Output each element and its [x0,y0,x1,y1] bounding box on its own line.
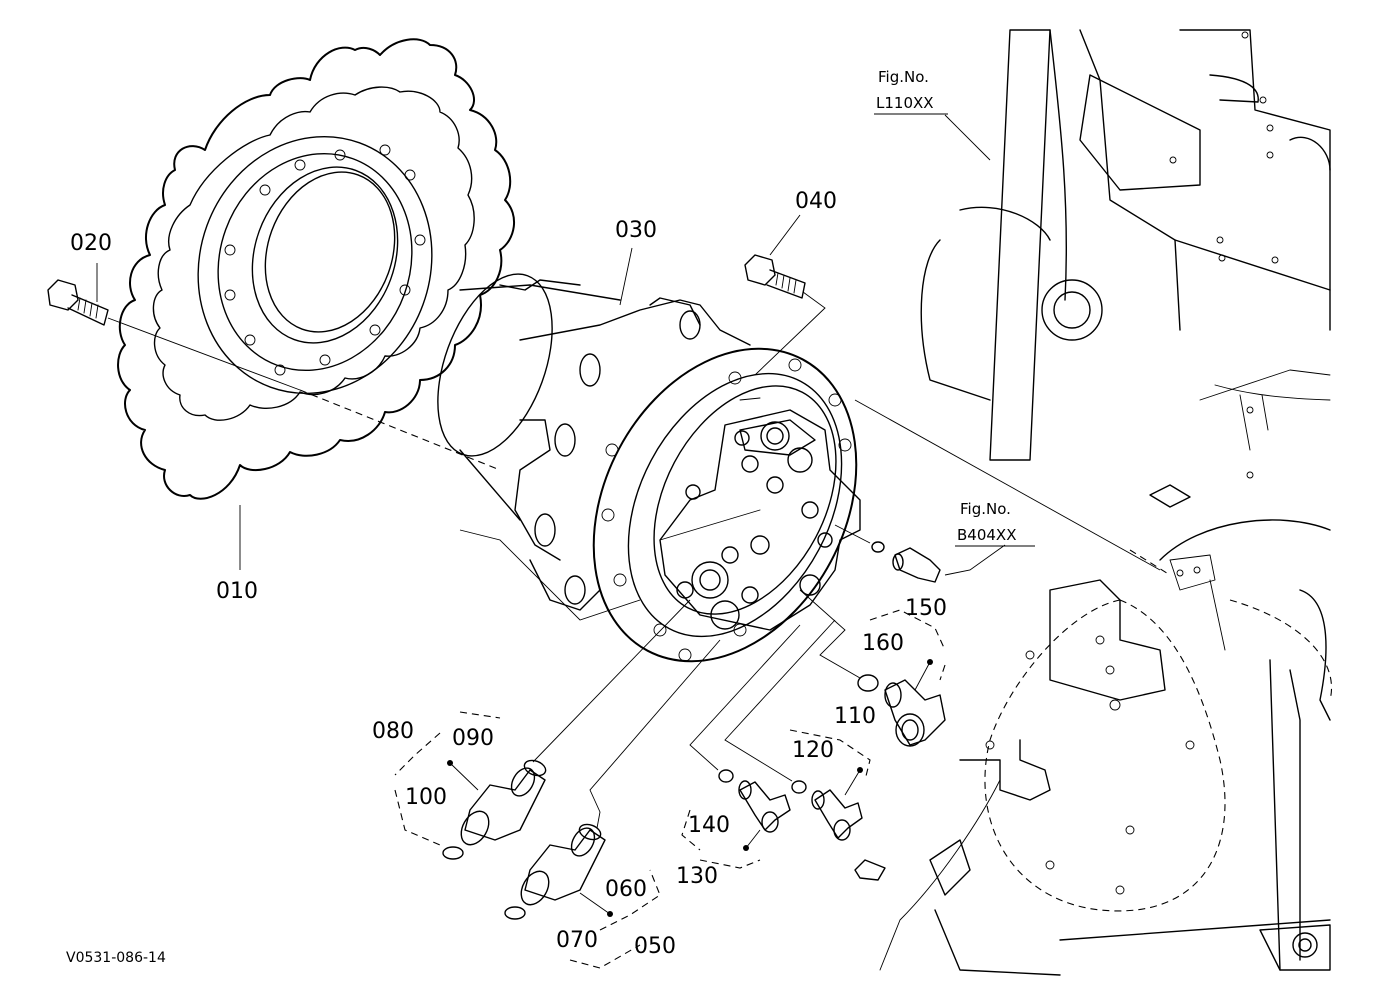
callout-130: 130 [676,864,718,889]
callout-040: 040 [795,189,837,214]
fig-ref-title: Fig.No. [960,500,1011,518]
callout-010: 010 [216,579,258,604]
callout-070: 070 [556,928,598,953]
callout-050: 050 [634,934,676,959]
drawing-code: V0531-086-14 [66,950,166,966]
callout-160: 160 [862,631,904,656]
fig-ref-title: Fig.No. [878,68,929,86]
callout-140: 140 [688,813,730,838]
callout-150: 150 [905,596,947,621]
callout-080: 080 [372,719,414,744]
fig-ref-l110: Fig.No. L110XX [874,68,948,115]
callout-110: 110 [834,704,876,729]
callout-030: 030 [615,218,657,243]
fig-ref-code: L110XX [876,94,934,112]
callouts: 010 020 030 040 050 060 070 080 090 100 … [70,189,947,959]
sprocket [117,38,516,500]
fig-ref-b404: Fig.No. B404XX [955,500,1035,547]
fig-ref-code: B404XX [957,526,1016,544]
fittings [442,524,946,920]
callout-120: 120 [792,738,834,763]
machine-frame [879,29,1332,976]
group-brackets [394,609,946,969]
bolt-040 [744,254,826,376]
callout-020: 020 [70,231,112,256]
leader-lines [96,114,1171,621]
callout-100: 100 [405,785,447,810]
bolt-020 [47,279,501,471]
travel-motor [437,273,861,663]
callout-060: 060 [605,877,647,902]
callout-090: 090 [452,726,494,751]
